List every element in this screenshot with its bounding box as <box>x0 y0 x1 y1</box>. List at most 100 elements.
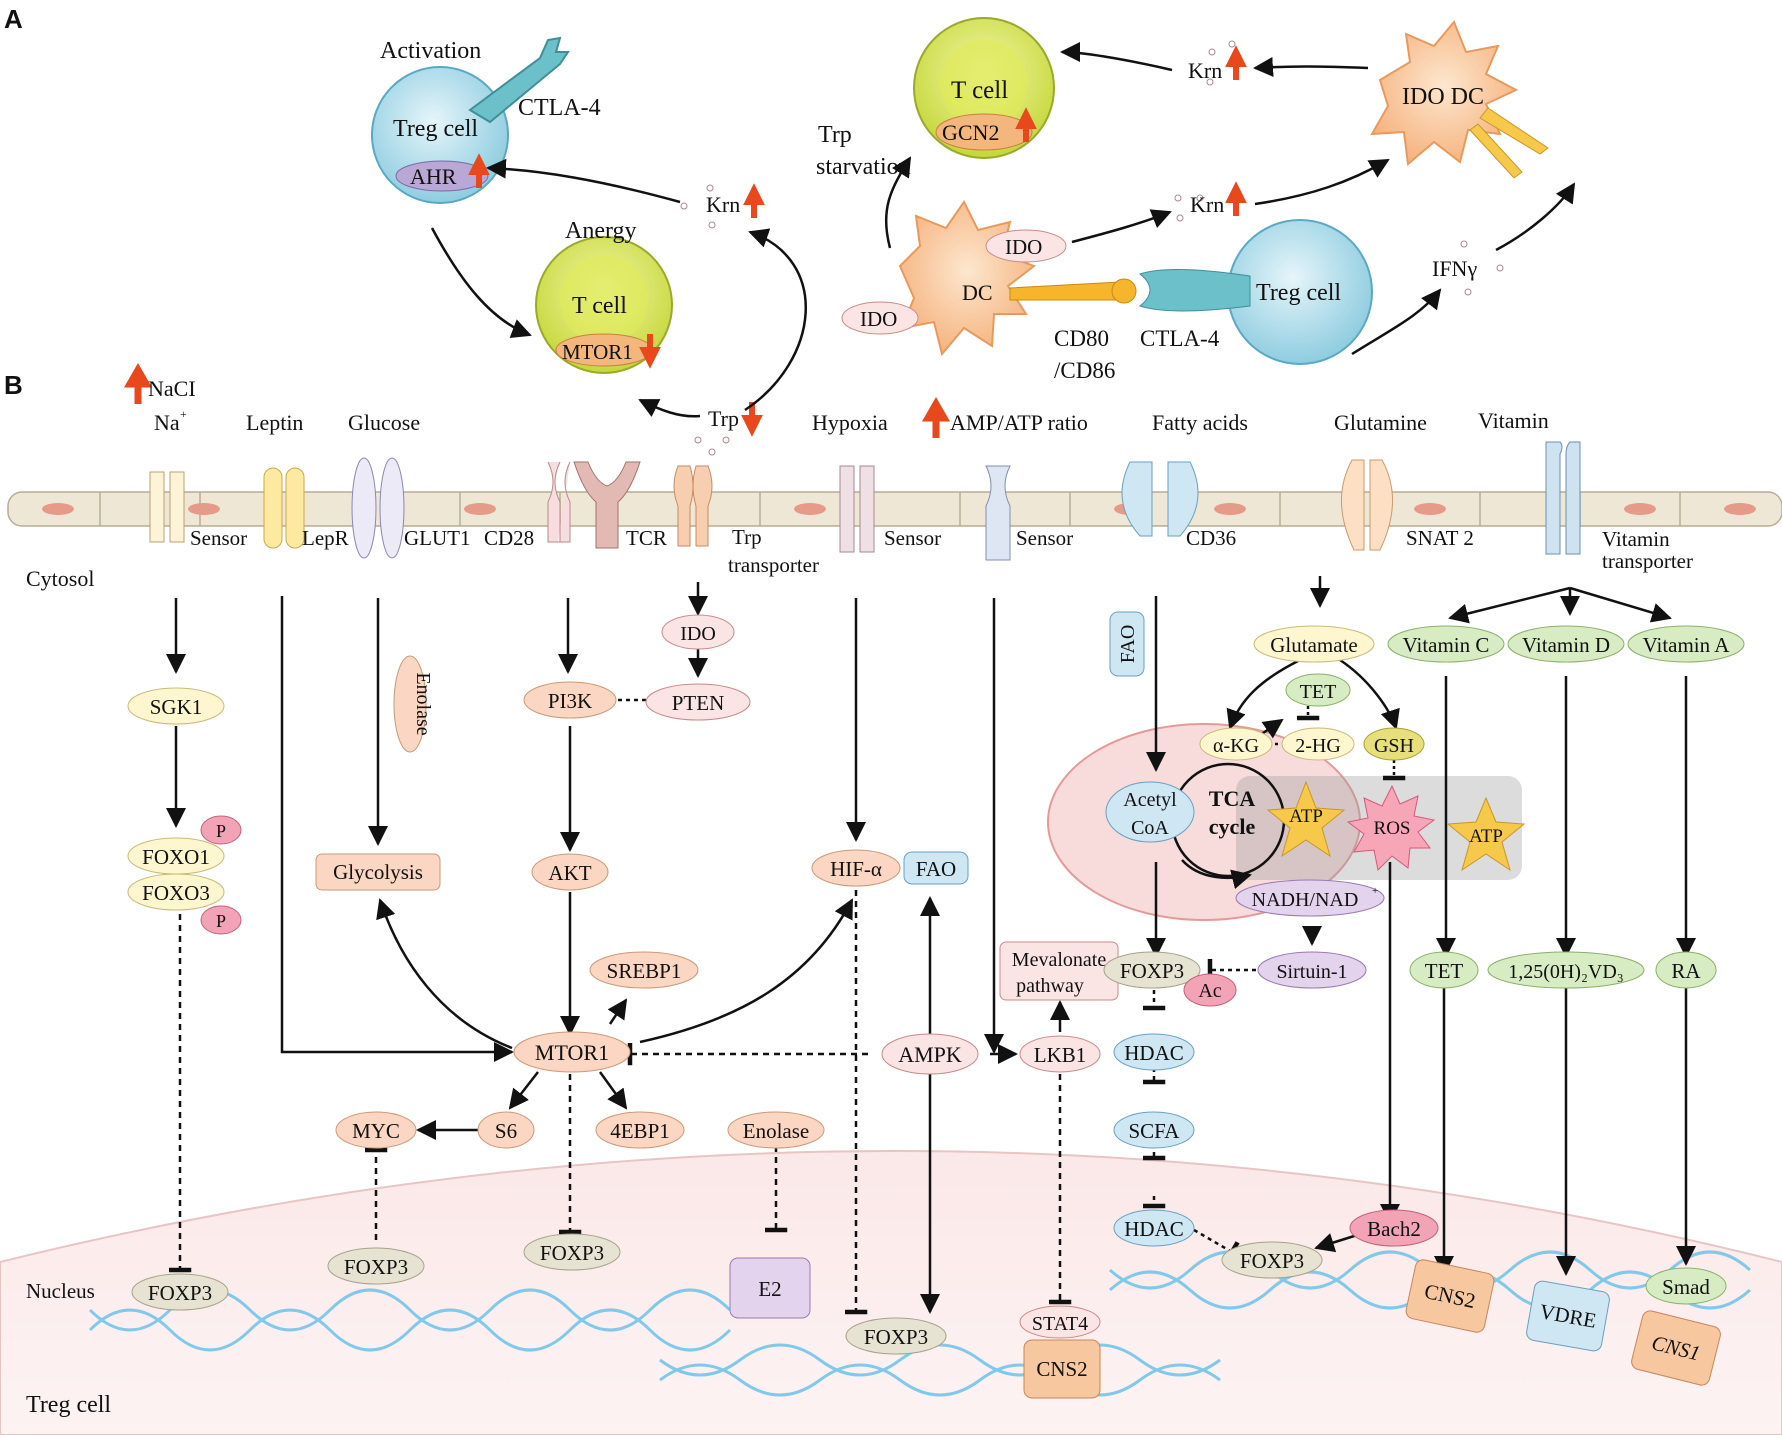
foxo3-node: FOXO3 <box>127 873 225 911</box>
sensor-amp-label: Sensor <box>1016 526 1073 550</box>
svg-text:CoA: CoA <box>1131 817 1169 839</box>
treg-cell-right <box>1138 219 1373 365</box>
pathway-nodes: SGK1 P FOXO1 FOXO3 P Enolase Glycolysis … <box>127 611 1745 1305</box>
cd36-transporter <box>1121 461 1199 537</box>
activation-label: Activation <box>380 38 481 64</box>
krn-mid-label: Krn <box>1190 192 1224 217</box>
dc-label: DC <box>962 280 993 305</box>
trp-transporter <box>673 465 713 547</box>
tet-node: TET <box>1409 951 1479 989</box>
svg-text:+: + <box>1372 885 1378 897</box>
gsh-node: GSH <box>1363 727 1425 761</box>
na-sensor-channel <box>149 471 185 543</box>
svg-text:Acetyl: Acetyl <box>1123 789 1177 811</box>
2hg-node: 2-HG <box>1281 727 1355 761</box>
krn-to-idodc-arrow <box>1254 158 1390 206</box>
snat2-transporter <box>1341 459 1393 551</box>
svg-text:GSH: GSH <box>1374 735 1414 757</box>
4ebp1-node: 4EBP1 <box>595 1111 685 1149</box>
cns2-a-node: CNS2 <box>1023 1339 1101 1399</box>
ahr-up-icon <box>468 153 490 188</box>
panel-a-label: A <box>4 4 23 34</box>
svg-text:Glycolysis: Glycolysis <box>333 860 423 884</box>
foxp3-cyt-node: FOXP3 <box>1103 951 1201 989</box>
svg-text:MTOR1: MTOR1 <box>535 1040 609 1065</box>
na-sup: + <box>180 407 187 421</box>
foxp3-d-node: FOXP3 <box>845 1317 947 1355</box>
cns2-b-node: CNS2 <box>1405 1259 1495 1333</box>
foxp3-e-node: FOXP3 <box>1221 1241 1323 1279</box>
svg-text:4EBP1: 4EBP1 <box>610 1119 670 1143</box>
svg-text:1,25(0H)₂VD₃: 1,25(0H)₂VD₃ <box>1508 961 1624 983</box>
ido-to-krn-arrow <box>1071 209 1172 244</box>
myc-node: MYC <box>335 1111 417 1149</box>
svg-text:FOXP3: FOXP3 <box>344 1255 408 1279</box>
ra-node: RA <box>1655 951 1717 989</box>
lepr-label: LepR <box>302 526 349 550</box>
foxp3-b-node: FOXP3 <box>327 1247 425 1285</box>
hif-alpha-node: HIF-α <box>811 849 901 887</box>
foxp3-a-node: FOXP3 <box>131 1273 229 1311</box>
svg-text:AKT: AKT <box>548 861 591 885</box>
vitamin-c-node: Vitamin C <box>1387 625 1505 663</box>
scfa-node: SCFA <box>1113 1111 1195 1149</box>
ifng-label: IFNγ <box>1432 256 1477 281</box>
nacl-up-icon <box>123 362 153 404</box>
vitamin-transporter-line1: Vitamin <box>1602 527 1670 551</box>
nucleus-region <box>0 1150 1782 1435</box>
svg-text:SREBP1: SREBP1 <box>607 959 682 983</box>
svg-text:Enolase: Enolase <box>412 672 434 735</box>
glut1-label: GLUT1 <box>404 526 471 550</box>
svg-text:NADH/NAD: NADH/NAD <box>1252 889 1359 911</box>
vitamin-a-node: Vitamin A <box>1627 625 1745 663</box>
mtor1-down-icon <box>639 334 661 369</box>
anergic-t-cell <box>535 236 673 374</box>
akt-node: AKT <box>531 853 609 891</box>
svg-text:PI3K: PI3K <box>548 689 592 713</box>
svg-text:HDAC: HDAC <box>1124 1217 1184 1241</box>
foxo1-node: FOXO1 <box>127 837 225 875</box>
svg-text:P: P <box>216 911 226 931</box>
leptin-label: Leptin <box>246 410 303 435</box>
panel-b: NaCI Na + Leptin Glucose Hypoxia AMP/ATP… <box>0 362 1782 1435</box>
svg-text:FOXO1: FOXO1 <box>142 845 210 869</box>
dc-cell <box>841 200 1137 357</box>
nadh-node: NADH/NAD + <box>1235 879 1385 917</box>
dc-to-starvation-arrow <box>884 156 912 249</box>
ahr-label: AHR <box>410 164 457 189</box>
tet-mito-node: TET <box>1285 673 1351 707</box>
svg-text:FOXP3: FOXP3 <box>1240 1249 1304 1273</box>
enolase-vertical-node: Enolase <box>393 655 434 753</box>
ido-node: IDO <box>661 614 735 650</box>
t-cell-right-label: T cell <box>951 77 1008 104</box>
phospho-2-node: P <box>200 905 242 935</box>
ampk-node: AMPK <box>881 1033 979 1075</box>
vdre-node: VDRE <box>1526 1280 1610 1352</box>
svg-text:Smad: Smad <box>1662 1275 1710 1299</box>
svg-text:MYC: MYC <box>352 1119 400 1143</box>
tcr-receptor <box>573 461 641 549</box>
fao-v-node: FAO <box>1109 611 1145 677</box>
svg-text:FOXP3: FOXP3 <box>148 1281 212 1305</box>
trp-down-icon <box>741 402 763 437</box>
svg-text:LKB1: LKB1 <box>1034 1043 1087 1067</box>
vitamin-transporter <box>1545 441 1581 555</box>
svg-text:HIF-α: HIF-α <box>830 857 882 881</box>
svg-text:S6: S6 <box>495 1119 517 1143</box>
svg-text:Vitamin D: Vitamin D <box>1522 633 1610 657</box>
srebp1-node: SREBP1 <box>589 951 699 989</box>
treg-cell-right-label: Treg cell <box>1256 280 1341 306</box>
glutamate-node: Glutamate <box>1253 625 1375 663</box>
gcn2-up-icon <box>1015 107 1037 142</box>
svg-text:Vitamin C: Vitamin C <box>1403 633 1490 657</box>
cytosol-label: Cytosol <box>26 566 94 591</box>
pathway-edges <box>166 576 1696 1315</box>
svg-text:2-HG: 2-HG <box>1295 735 1341 757</box>
ctla4-bottom-label: CTLA-4 <box>1140 326 1220 351</box>
svg-text:TET: TET <box>1300 681 1337 703</box>
svg-text:Sirtuin-1: Sirtuin-1 <box>1276 961 1347 983</box>
glucose-label: Glucose <box>348 410 420 435</box>
